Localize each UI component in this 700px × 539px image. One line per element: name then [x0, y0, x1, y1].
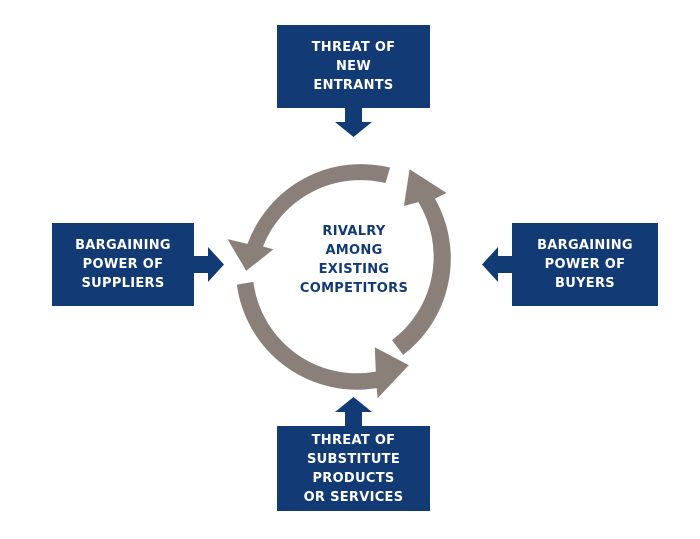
- cycle-arrow-bottom: [235, 280, 412, 402]
- box-line: POWER OF: [544, 257, 626, 272]
- box-line: SUBSTITUTE: [306, 451, 401, 467]
- bargaining-power-of-buyers-box: BARGAINING POWER OF BUYERS: [512, 223, 658, 306]
- center-line: COMPETITORS: [299, 281, 409, 296]
- box-line: POWER OF: [82, 257, 164, 272]
- box-line: OR SERVICES: [303, 489, 404, 505]
- center-line: AMONG: [325, 243, 383, 258]
- cycle-arrow-upper-left: [224, 162, 392, 274]
- bottom-arrow: [335, 397, 372, 426]
- box-line: ENTRANTS: [313, 78, 394, 93]
- box-line: THREAT OF: [311, 40, 396, 55]
- threat-of-new-entrants-box: THREAT OF NEW ENTRANTS: [277, 25, 430, 108]
- cycle-arrows: [224, 162, 453, 402]
- box-line: NEW: [336, 59, 371, 74]
- rivalry-among-competitors-label: RIVALRY AMONG EXISTING COMPETITORS: [286, 222, 422, 298]
- box-line: BARGAINING: [537, 238, 633, 253]
- box-line: THREAT OF: [311, 432, 396, 448]
- threat-of-substitutes-box: THREAT OF SUBSTITUTE PRODUCTS OR SERVICE…: [277, 426, 430, 511]
- cycle-arrow-right: [389, 166, 453, 358]
- top-arrow: [335, 108, 372, 137]
- center-line: RIVALRY: [322, 224, 386, 239]
- left-arrow: [194, 247, 224, 282]
- bargaining-power-of-suppliers-box: BARGAINING POWER OF SUPPLIERS: [52, 223, 194, 306]
- right-arrow: [482, 247, 512, 282]
- force-arrows: [194, 108, 512, 426]
- box-line: BARGAINING: [75, 238, 171, 253]
- box-line: SUPPLIERS: [81, 276, 165, 291]
- box-line: PRODUCTS: [312, 470, 395, 486]
- box-line: BUYERS: [555, 276, 615, 291]
- center-line: EXISTING: [318, 262, 390, 277]
